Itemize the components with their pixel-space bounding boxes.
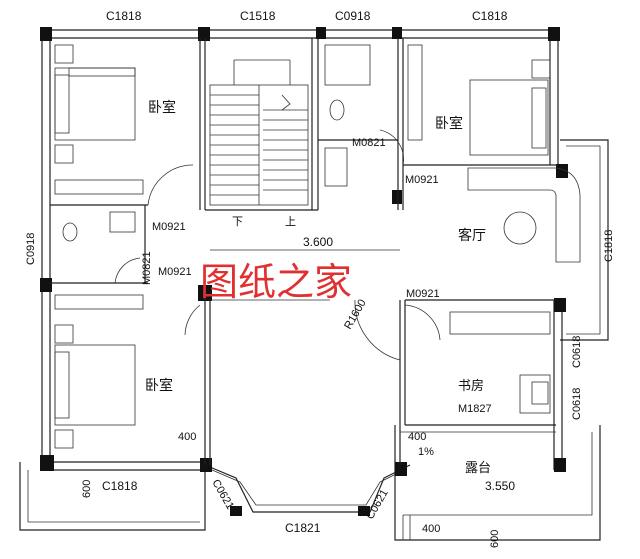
room-labels: 卧室 卧室 卧室 客厅 书房 露台 — [145, 99, 491, 476]
door-living-s: M0921 — [406, 288, 440, 300]
balcony-left — [19, 462, 206, 531]
dim-span: 3.600 — [303, 235, 333, 249]
door-study: M1827 — [458, 403, 492, 415]
window-right-lower-2: C0618 — [571, 388, 583, 420]
window-left: C0918 — [25, 233, 37, 265]
window-top-4: C1818 — [472, 9, 508, 23]
window-right-lower-1: C0618 — [571, 336, 583, 368]
door-bath-w: M0821 — [141, 251, 153, 285]
dim-400-a: 400 — [178, 431, 196, 443]
window-bay-left: C0621 — [209, 478, 236, 512]
interior-walls — [50, 38, 558, 465]
nightstands — [54, 44, 551, 449]
sofa — [467, 167, 581, 263]
study-desk — [519, 374, 551, 414]
dimension-lines — [210, 249, 556, 540]
dim-slope: 1% — [418, 446, 434, 458]
staircase — [209, 59, 309, 206]
dim-600-a: 600 — [81, 480, 93, 498]
exterior-walls — [41, 29, 609, 513]
room-bedroom-sw: 卧室 — [145, 377, 173, 394]
window-top-1: C1818 — [106, 9, 142, 23]
bed-nw — [54, 67, 136, 141]
watermark: 图纸之家 — [200, 260, 352, 304]
stair-labels: 下 上 — [232, 215, 296, 228]
dim-400-b: 400 — [408, 431, 426, 443]
door-nw-bed: M0921 — [152, 221, 186, 233]
door-bath-ne: M0821 — [352, 137, 386, 149]
room-bedroom-nw: 卧室 — [148, 99, 176, 116]
stair-down: 下 — [232, 215, 243, 228]
window-top-3: C0918 — [335, 9, 371, 23]
door-ne-bed: M0921 — [405, 174, 439, 186]
wardrobes — [54, 44, 551, 335]
terrace-outline — [394, 425, 601, 541]
room-living: 客厅 — [458, 227, 486, 244]
door-sw-bed: M0921 — [158, 266, 192, 278]
door-swings — [114, 129, 441, 361]
bed-ne — [469, 79, 549, 156]
dim-elevation: 3.550 — [485, 479, 515, 493]
window-bottom-left: C1818 — [102, 479, 138, 493]
window-bottom-mid: C1821 — [285, 521, 321, 535]
window-top-2: C1518 — [240, 9, 276, 23]
room-terrace: 露台 — [465, 461, 491, 476]
dim-400-c: 400 — [422, 523, 440, 535]
room-study: 书房 — [458, 378, 484, 394]
bed-sw — [54, 344, 136, 426]
door-labels: M0821 M0921 M0921 M0821 M0921 M0921 M182… — [141, 137, 492, 415]
stair-up: 上 — [285, 215, 296, 228]
room-bedroom-ne: 卧室 — [435, 115, 463, 132]
window-right: C1818 — [603, 230, 615, 262]
dim-600-b: 600 — [489, 530, 501, 548]
bath-fixtures — [62, 44, 371, 242]
window-bay-right: C0621 — [364, 487, 391, 521]
